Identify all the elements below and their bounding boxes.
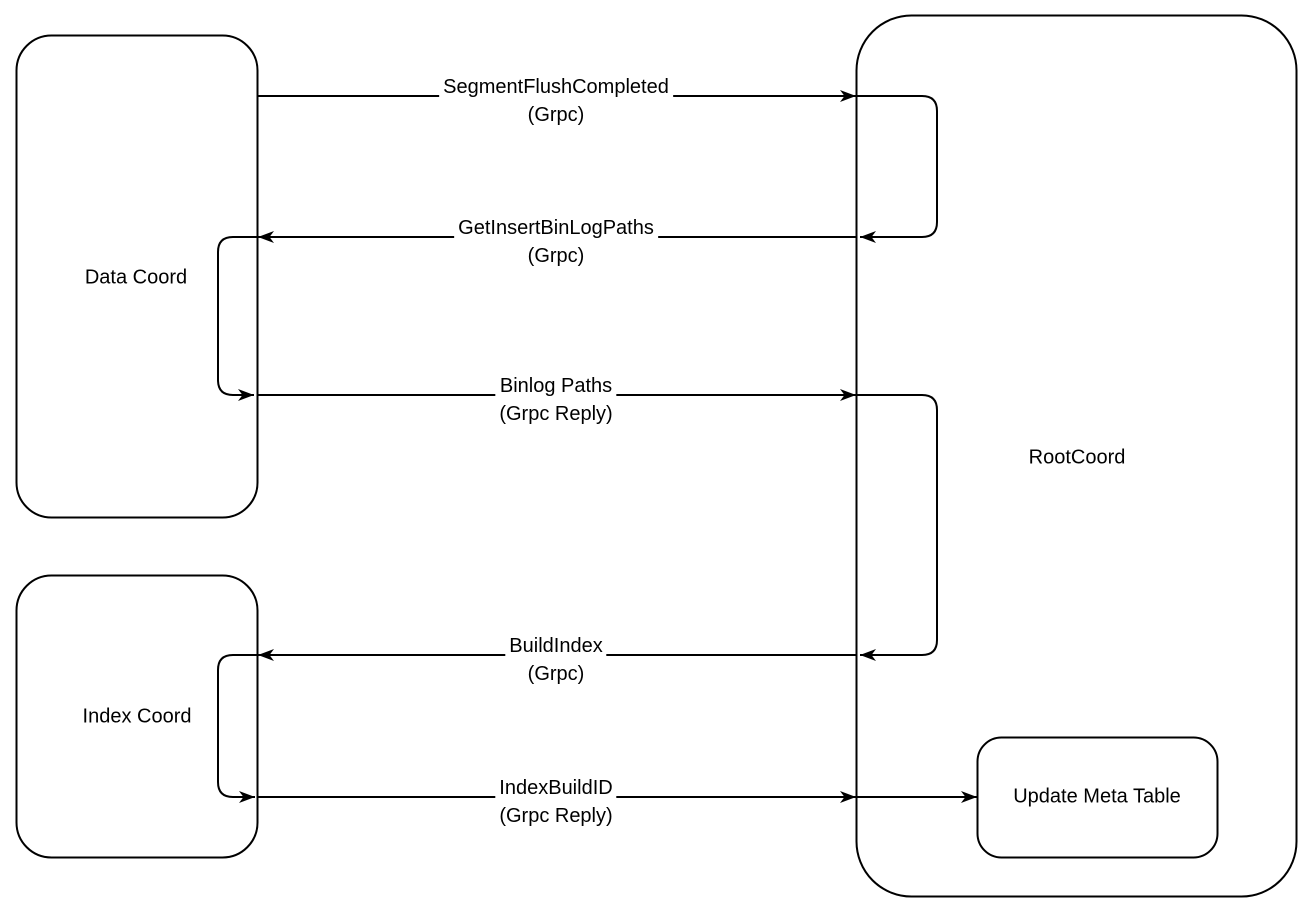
rootcoord-activation-bracket-middle: [856, 394, 938, 661]
index-coord-label: Index Coord: [82, 705, 192, 728]
message-protocol: (Grpc Reply): [499, 805, 613, 827]
message-protocol: (Grpc): [527, 104, 585, 126]
message-name: Binlog Paths: [499, 375, 613, 397]
update-meta-table-label: Update Meta Table: [1013, 785, 1181, 808]
indexcoord-activation-bracket: [217, 654, 258, 803]
rootcoord-activation-bracket-top: [856, 95, 938, 243]
index-coord-box: [15, 574, 259, 859]
message-protocol: (Grpc): [527, 245, 585, 267]
message-label-index-build-id: IndexBuildID (Grpc Reply): [495, 774, 617, 830]
message-protocol: (Grpc): [527, 663, 585, 685]
message-label-binlog-paths: Binlog Paths (Grpc Reply): [495, 372, 617, 428]
datacoord-activation-bracket: [217, 236, 257, 401]
message-name: GetInsertBinLogPaths: [458, 217, 654, 239]
message-name: BuildIndex: [509, 635, 603, 657]
data-coord-label: Data Coord: [84, 266, 188, 289]
update-meta-table-box: [976, 736, 1219, 859]
root-coord-box: [855, 14, 1298, 898]
message-label-get-insert-binlog-paths: GetInsertBinLogPaths (Grpc): [454, 214, 658, 270]
data-coord-box: [15, 34, 259, 519]
root-coord-label: RootCoord: [1028, 446, 1126, 469]
message-name: IndexBuildID: [499, 777, 613, 799]
message-protocol: (Grpc Reply): [499, 403, 613, 425]
message-name: SegmentFlushCompleted: [443, 76, 669, 98]
message-label-build-index: BuildIndex (Grpc): [505, 632, 607, 688]
message-label-segment-flush-completed: SegmentFlushCompleted (Grpc): [439, 73, 673, 129]
